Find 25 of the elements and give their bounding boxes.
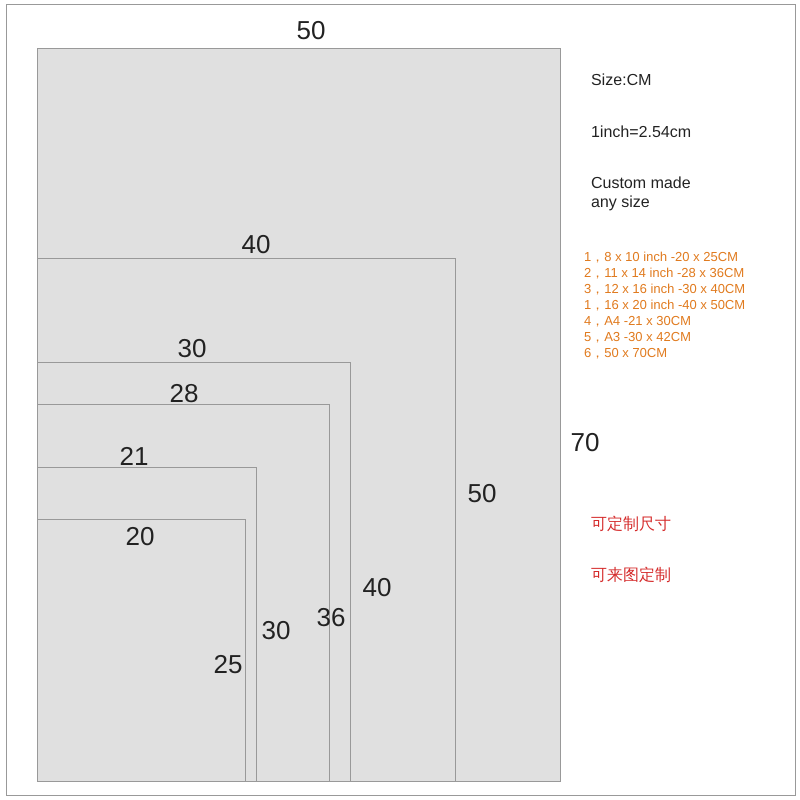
custom-note: 可来图定制: [591, 566, 671, 586]
size-list-item: 1，8 x 10 inch -20 x 25CM: [584, 249, 738, 265]
size-rectangle: [38, 519, 246, 781]
height-label: 40: [362, 574, 392, 600]
height-label: 36: [316, 604, 346, 630]
width-label: 21: [120, 443, 148, 469]
height-label: 50: [468, 480, 496, 506]
width-label: 30: [178, 335, 206, 361]
size-list-item: 3，12 x 16 inch -30 x 40CM: [584, 281, 746, 297]
size-list-item: 2，11 x 14 inch -28 x 36CM: [584, 265, 744, 281]
width-label: 40: [242, 231, 270, 257]
width-label: 28: [170, 380, 198, 406]
size-list-item: 5，A3 -30 x 42CM: [584, 329, 691, 345]
height-label: 30: [262, 617, 290, 643]
conversion-note: 1inch=2.54cm: [591, 123, 692, 142]
height-label: 70: [570, 429, 600, 455]
unit-note: Size:CM: [591, 71, 652, 90]
size-list-item: 4，A4 -21 x 30CM: [584, 313, 691, 329]
size-list-item: 6，50 x 70CM: [584, 345, 668, 361]
width-label: 20: [126, 523, 154, 549]
size-list-item: 1，16 x 20 inch -40 x 50CM: [584, 297, 746, 313]
custom-note: 可定制尺寸: [591, 515, 671, 534]
custom-note: Custom made any size: [591, 174, 692, 212]
width-label: 50: [296, 17, 326, 43]
height-label: 25: [214, 651, 242, 677]
